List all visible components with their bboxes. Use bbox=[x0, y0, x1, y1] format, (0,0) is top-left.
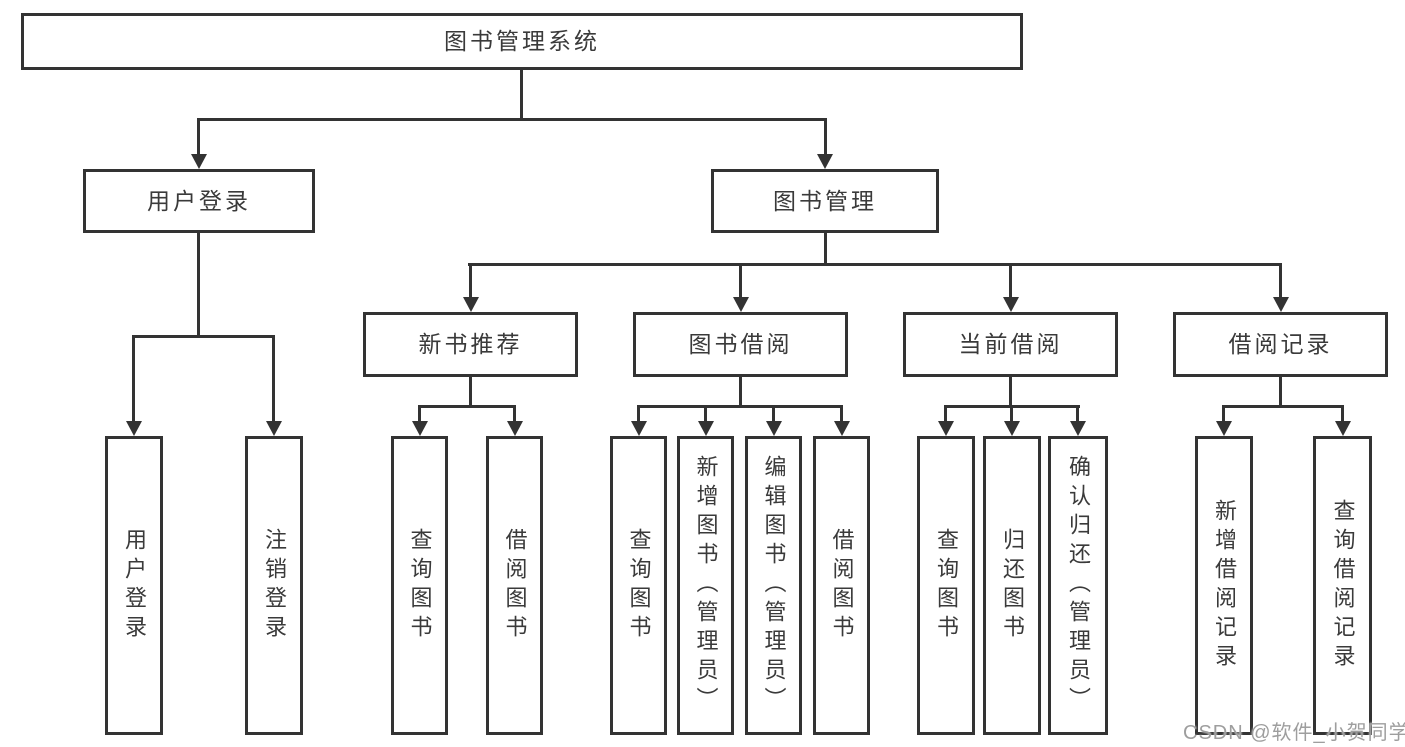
connector-line bbox=[824, 118, 827, 155]
connector-line bbox=[739, 263, 742, 298]
node-new-book-recommend: 新书推荐 bbox=[363, 312, 578, 377]
node-label: 图书借阅 bbox=[688, 331, 793, 357]
leaf-label: 归还图书 bbox=[1000, 527, 1025, 644]
leaf-label: 查询图书 bbox=[407, 527, 433, 644]
node-label: 图书管理系统 bbox=[444, 28, 600, 54]
leaf-current-return-books: 归还图书 bbox=[983, 436, 1041, 735]
connector-line bbox=[197, 118, 200, 155]
connector-line bbox=[1076, 405, 1079, 422]
connector-line bbox=[1009, 263, 1012, 298]
leaf-borrow-query-books: 查询图书 bbox=[610, 436, 667, 735]
leaf-label: 编辑图书（管理员） bbox=[761, 455, 787, 716]
node-label: 借阅记录 bbox=[1228, 331, 1333, 357]
node-current-borrow: 当前借阅 bbox=[903, 312, 1118, 377]
arrow-down-icon bbox=[631, 421, 647, 436]
arrow-down-icon bbox=[698, 421, 714, 436]
arrow-down-icon bbox=[1003, 297, 1019, 312]
leaf-borrow-borrow-books: 借阅图书 bbox=[813, 436, 870, 735]
arrow-down-icon bbox=[1273, 297, 1289, 312]
arrow-down-icon bbox=[834, 421, 850, 436]
connector-line bbox=[944, 405, 947, 422]
arrow-down-icon bbox=[507, 421, 523, 436]
connector-line bbox=[418, 405, 421, 422]
arrow-down-icon bbox=[1070, 421, 1086, 436]
leaf-borrow-add-books-admin: 新增图书（管理员） bbox=[677, 436, 734, 735]
leaf-borrow-edit-books-admin: 编辑图书（管理员） bbox=[745, 436, 802, 735]
arrow-down-icon bbox=[191, 154, 207, 169]
connector-line bbox=[739, 377, 742, 407]
connector-line bbox=[1009, 377, 1012, 407]
arrow-down-icon bbox=[1004, 421, 1020, 436]
leaf-label: 借阅图书 bbox=[829, 527, 855, 644]
arrow-down-icon bbox=[412, 421, 428, 436]
connector-line bbox=[824, 233, 827, 265]
connector-line bbox=[1010, 405, 1013, 422]
leaf-label: 借阅图书 bbox=[502, 527, 528, 644]
connector-line bbox=[704, 405, 707, 422]
leaf-label: 确认归还（管理员） bbox=[1066, 455, 1091, 716]
node-label: 当前借阅 bbox=[958, 331, 1063, 357]
connector-line bbox=[418, 405, 516, 408]
csdn-watermark: CSDN @软件_小贺同学 bbox=[1183, 722, 1405, 744]
connector-line bbox=[469, 377, 472, 407]
node-label: 新书推荐 bbox=[418, 331, 523, 357]
leaf-records-add-record: 新增借阅记录 bbox=[1195, 436, 1253, 735]
leaf-user-login: 用户登录 bbox=[105, 436, 163, 735]
node-book-management: 图书管理 bbox=[711, 169, 939, 233]
connector-line bbox=[637, 405, 640, 422]
node-label: 用户登录 bbox=[147, 187, 251, 214]
leaf-newbook-query-books: 查询图书 bbox=[391, 436, 448, 735]
leaf-label: 新增借阅记录 bbox=[1212, 498, 1237, 673]
leaf-records-query-record: 查询借阅记录 bbox=[1313, 436, 1372, 735]
arrow-down-icon bbox=[266, 421, 282, 436]
connector-line bbox=[1222, 405, 1225, 422]
connector-line bbox=[468, 263, 1282, 266]
arrow-down-icon bbox=[817, 154, 833, 169]
connector-line bbox=[772, 405, 775, 422]
connector-line bbox=[637, 405, 843, 408]
arrow-down-icon bbox=[1335, 421, 1351, 436]
arrow-down-icon bbox=[938, 421, 954, 436]
connector-line bbox=[840, 405, 843, 422]
leaf-current-confirm-return-admin: 确认归还（管理员） bbox=[1048, 436, 1108, 735]
arrow-down-icon bbox=[766, 421, 782, 436]
leaf-label: 注销登录 bbox=[262, 527, 287, 644]
node-root-system: 图书管理系统 bbox=[21, 13, 1023, 70]
connector-line bbox=[132, 335, 135, 422]
arrow-down-icon bbox=[126, 421, 142, 436]
leaf-logout: 注销登录 bbox=[245, 436, 303, 735]
connector-line bbox=[197, 118, 827, 121]
node-borrow-records: 借阅记录 bbox=[1173, 312, 1388, 377]
leaf-label: 查询借阅记录 bbox=[1330, 498, 1356, 673]
connector-line bbox=[513, 405, 516, 422]
arrow-down-icon bbox=[1216, 421, 1232, 436]
leaf-label: 查询图书 bbox=[934, 527, 959, 644]
connector-line bbox=[1279, 263, 1282, 298]
arrow-down-icon bbox=[463, 297, 479, 312]
connector-line bbox=[197, 233, 200, 337]
connector-line bbox=[469, 263, 472, 298]
leaf-label: 新增图书（管理员） bbox=[693, 455, 719, 716]
connector-line bbox=[1222, 405, 1344, 408]
connector-line bbox=[132, 335, 275, 338]
connector-line bbox=[272, 335, 275, 422]
leaf-label: 查询图书 bbox=[626, 527, 652, 644]
connector-line bbox=[520, 69, 523, 120]
connector-line bbox=[1341, 405, 1344, 422]
connector-line bbox=[1279, 377, 1282, 407]
arrow-down-icon bbox=[733, 297, 749, 312]
leaf-label: 用户登录 bbox=[122, 527, 147, 644]
leaf-newbook-borrow-books: 借阅图书 bbox=[486, 436, 543, 735]
node-book-borrow: 图书借阅 bbox=[633, 312, 848, 377]
node-user-login: 用户登录 bbox=[83, 169, 315, 233]
node-label: 图书管理 bbox=[773, 187, 877, 214]
leaf-current-query-books: 查询图书 bbox=[917, 436, 975, 735]
